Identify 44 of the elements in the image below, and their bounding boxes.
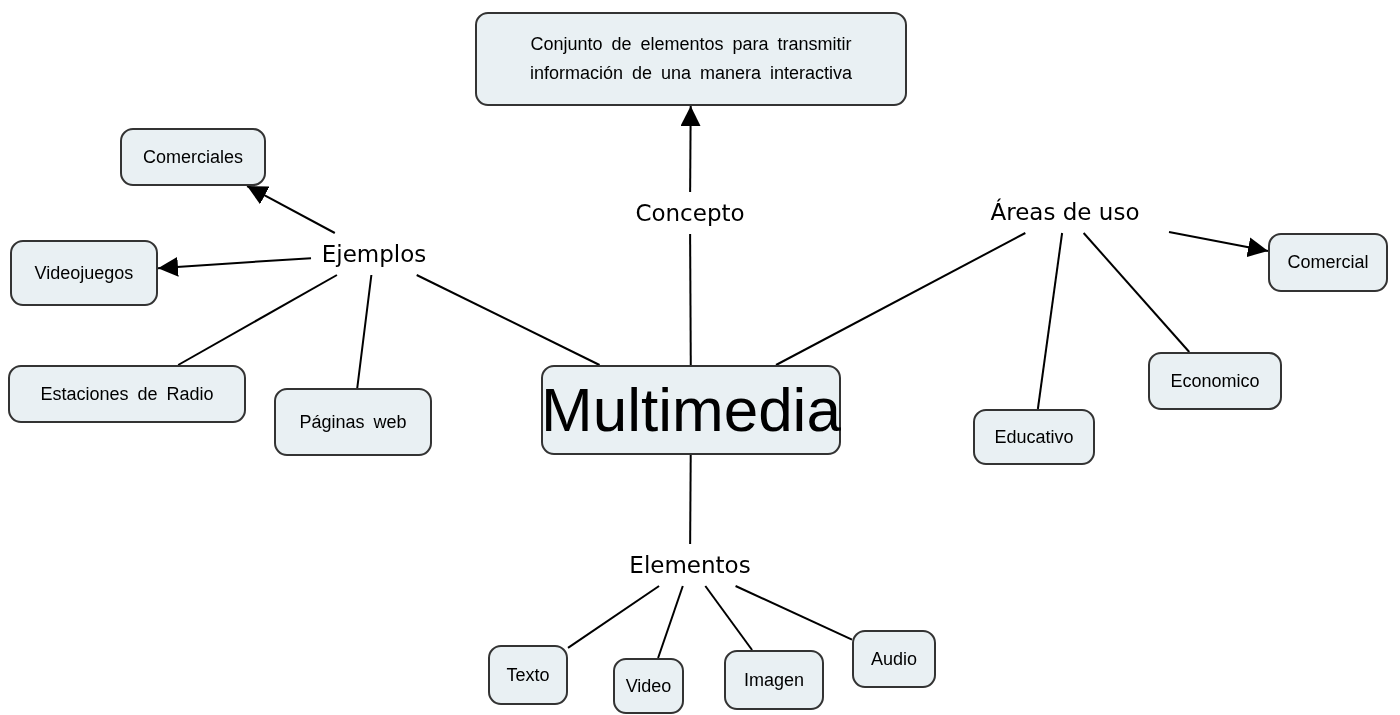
concept-text: Conjunto de elementos para transmitir información de una manera interactiva bbox=[528, 33, 854, 85]
concept-box bbox=[1268, 233, 1388, 292]
concept-box bbox=[475, 12, 907, 106]
arrow bbox=[680, 105, 701, 193]
connector-line bbox=[415, 274, 601, 366]
concept-box bbox=[613, 658, 684, 714]
connector-line bbox=[689, 454, 692, 545]
concept-box bbox=[1148, 352, 1282, 410]
linking-phrase: Concepto bbox=[630, 196, 750, 230]
concept-text: Estaciones de Radio bbox=[40, 382, 214, 406]
concept-box bbox=[973, 409, 1095, 465]
connector-line bbox=[734, 585, 853, 641]
arrow bbox=[246, 185, 336, 234]
concept-box bbox=[852, 630, 936, 688]
concept-text: Economico bbox=[1170, 369, 1260, 393]
connector-line bbox=[689, 233, 692, 366]
linking-phrase: Elementos bbox=[622, 548, 758, 582]
connector-line bbox=[1036, 232, 1064, 410]
connector-line bbox=[775, 232, 1027, 366]
linking-phrase: Ejemplos bbox=[315, 237, 433, 271]
concept-text: Comercial bbox=[1287, 251, 1369, 275]
connector-line bbox=[657, 585, 684, 659]
concept-box bbox=[10, 240, 158, 306]
linking-phrase: Áreas de uso bbox=[965, 195, 1165, 229]
concept-box bbox=[274, 388, 432, 456]
concept-box bbox=[724, 650, 824, 710]
concept-box bbox=[488, 645, 568, 705]
arrow bbox=[157, 256, 312, 277]
concept-text: Audio bbox=[870, 647, 917, 671]
connector-line bbox=[567, 585, 661, 649]
arrow bbox=[1168, 230, 1269, 258]
concept-box bbox=[120, 128, 266, 186]
concept-text: Educativo bbox=[994, 425, 1074, 449]
concept-text: Páginas web bbox=[299, 410, 407, 434]
connector-line bbox=[177, 274, 338, 366]
connector-line bbox=[356, 274, 373, 389]
connector-line bbox=[1082, 232, 1191, 353]
concept-box bbox=[8, 365, 246, 423]
connector-line bbox=[704, 585, 754, 651]
concept-text: Comerciales bbox=[143, 145, 243, 169]
concept-text: Imagen bbox=[743, 668, 804, 692]
concept-text: Video bbox=[625, 674, 672, 698]
concept-text: Texto bbox=[506, 663, 550, 687]
concept-text: Videojuegos bbox=[34, 261, 134, 285]
